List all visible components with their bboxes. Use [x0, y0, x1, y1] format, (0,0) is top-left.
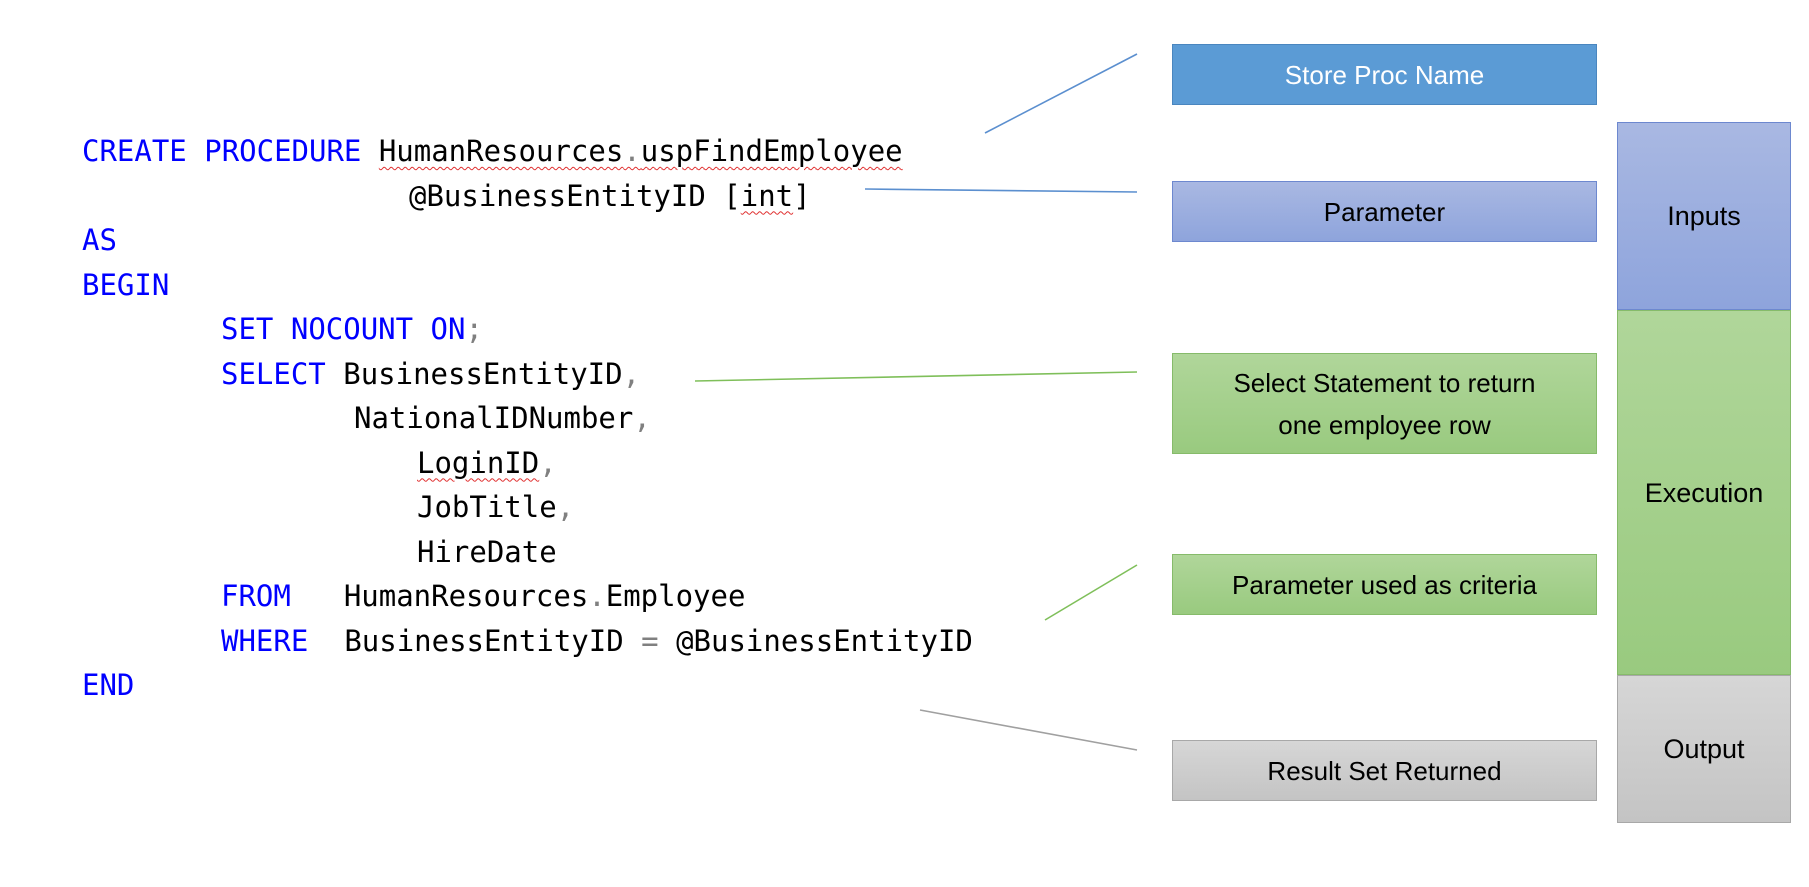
code-line-parameter: @BusinessEntityID [int]: [409, 178, 811, 213]
parameter-declaration: @BusinessEntityID [: [409, 178, 741, 213]
section-inputs: Inputs: [1617, 122, 1791, 310]
keyword-procedure: PROCEDURE: [204, 134, 362, 168]
column-business-entity-id: BusinessEntityID: [343, 356, 623, 391]
keyword-select: SELECT: [221, 356, 326, 391]
keyword-nocount: NOCOUNT: [290, 312, 414, 346]
code-line-as: AS: [82, 218, 117, 263]
where-parameter: @BusinessEntityID: [676, 623, 973, 658]
keyword-from: FROM: [221, 579, 291, 613]
connector-select: [694, 371, 1138, 382]
table-name: Employee: [605, 579, 746, 613]
parameter-type: int: [740, 178, 794, 213]
section-execution: Execution: [1617, 310, 1791, 675]
connector-parameter: [864, 188, 1138, 193]
keyword-on: ON: [430, 312, 466, 346]
code-line-job-title: JobTitle,: [417, 490, 575, 524]
code-line-login-id: LoginID,: [417, 445, 557, 480]
keyword-begin: BEGIN: [82, 267, 170, 302]
code-line-create: CREATE PROCEDURE HumanResources.uspFindE…: [82, 129, 903, 174]
connector-criteria: [1044, 564, 1138, 621]
keyword-where: WHERE: [221, 623, 309, 658]
code-line-hire-date: HireDate: [417, 530, 557, 575]
sql-code-block: CREATE PROCEDURE HumanResources.uspFindE…: [82, 129, 973, 752]
code-line-begin: BEGIN: [82, 263, 169, 308]
table-schema: HumanResources: [343, 579, 589, 613]
section-output: Output: [1617, 675, 1791, 823]
keyword-set: SET: [221, 312, 274, 346]
code-line-set-nocount: SET NOCOUNT ON;: [221, 312, 483, 346]
keyword-end: END: [82, 668, 135, 702]
column-hire-date: HireDate: [417, 534, 557, 569]
procedure-name: HumanResources.uspFindEmployee: [378, 134, 903, 168]
code-line-end: END: [82, 663, 134, 708]
where-column: BusinessEntityID: [344, 623, 624, 658]
callout-result-set: Result Set Returned: [1172, 740, 1597, 801]
column-job-title: JobTitle: [417, 490, 557, 524]
code-line-national-id: NationalIDNumber,: [354, 401, 651, 435]
code-line-select: SELECT BusinessEntityID,: [221, 356, 641, 391]
keyword-as: AS: [82, 223, 117, 257]
connector-proc-name: [984, 53, 1138, 134]
connector-result: [919, 709, 1138, 751]
keyword-create: CREATE: [82, 134, 187, 168]
callout-store-proc-name: Store Proc Name: [1172, 44, 1597, 105]
callout-parameter-criteria: Parameter used as criteria: [1172, 554, 1597, 615]
column-national-id-number: NationalIDNumber: [354, 401, 634, 435]
column-login-id: LoginID: [417, 445, 540, 480]
callout-parameter: Parameter: [1172, 181, 1597, 242]
